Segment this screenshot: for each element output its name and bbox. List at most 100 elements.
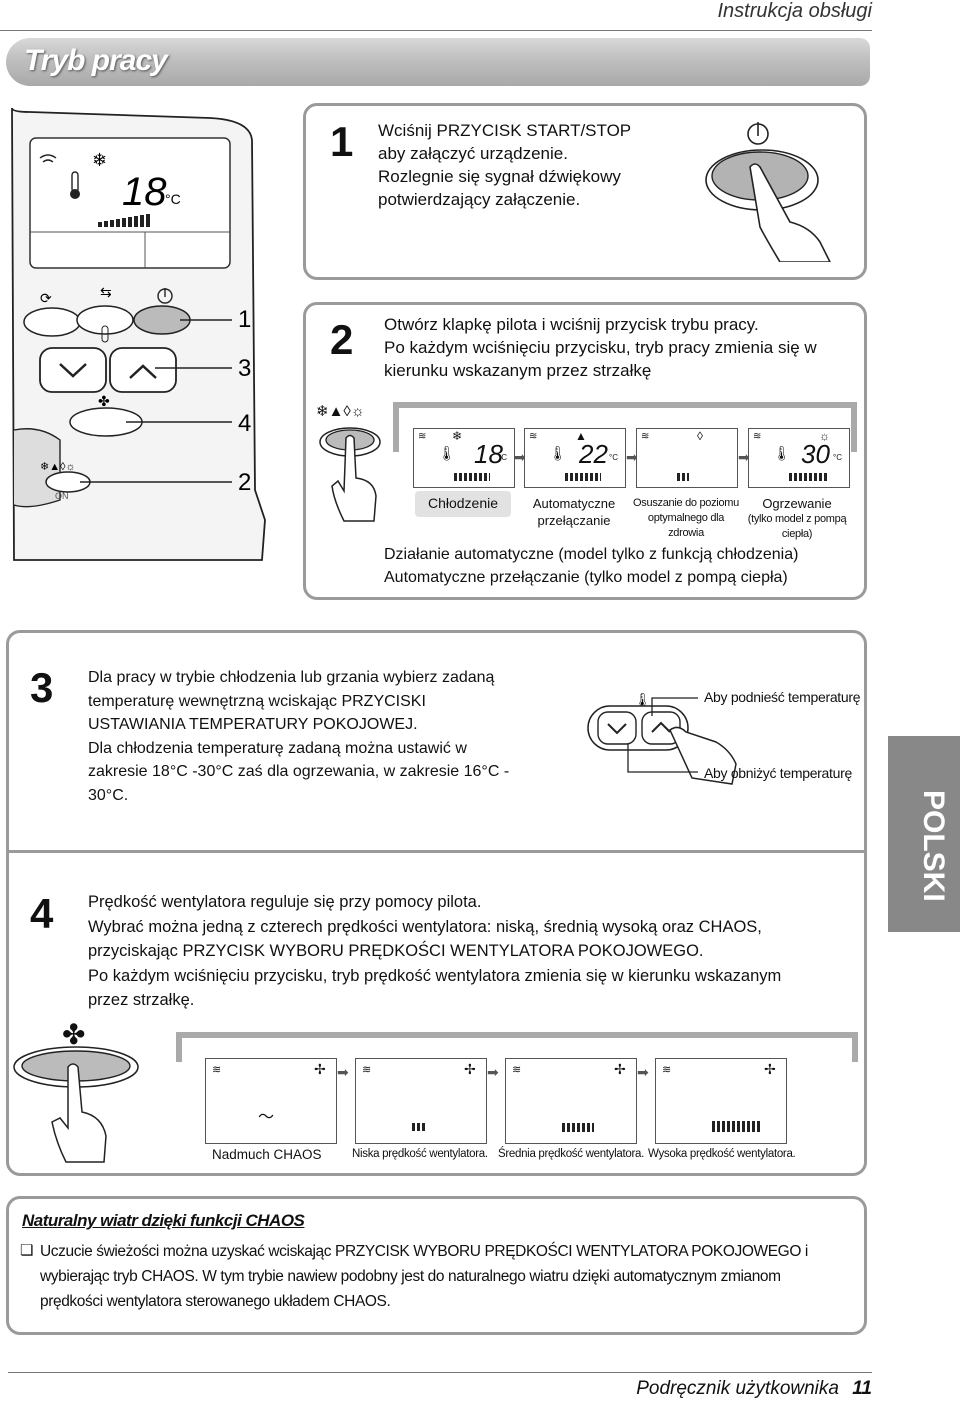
speed-label-high: Wysoka prędkość wentylatora. — [648, 1148, 796, 1160]
remote-control-illustration: ❄ 18 °C ⟳ ⇆ ✤ ❄▲◊☼ ON 1 3 4 2 — [11, 107, 266, 561]
arrow-icon: ➡ — [738, 449, 750, 465]
step2-line: Po każdym wciśnięciu przycisku, tryb pra… — [384, 338, 817, 357]
arrow-icon: ➡ — [637, 1064, 649, 1080]
step2-text: Otwórz klapkę pilota i wciśnij przycisk … — [384, 313, 854, 382]
jet-icon: ⇆ — [100, 284, 112, 300]
step3-line: USTAWIANIA TEMPERATURY POKOJOWEJ. — [88, 716, 418, 733]
step-divider — [9, 850, 864, 853]
wifi-icon: ≋ — [641, 431, 650, 442]
hand-icon — [669, 726, 737, 785]
chaos-line: wybierając tryb CHAOS. W tym trybie nawi… — [40, 1268, 781, 1285]
footer: Podręcznik użytkownika 11 — [636, 1378, 872, 1400]
fan-speed-bars — [98, 214, 150, 227]
lcd-medium: ≋ ✢ — [505, 1058, 637, 1144]
fan-speed-bars — [454, 473, 490, 481]
step3-text: Dla pracy w trybie chłodzenia lub grzani… — [88, 666, 558, 807]
step4-line: Wybrać można jedną z czterech prędkości … — [88, 917, 762, 936]
wifi-icon — [39, 154, 57, 163]
speed-label-medium: Średnia prędkość wentylatora. — [498, 1148, 644, 1160]
lcd-unit: °C — [833, 453, 842, 462]
mode-label-line: przełączanie — [537, 513, 611, 528]
footer-text: Podręcznik użytkownika — [636, 1378, 839, 1399]
step3-line: Dla pracy w trybie chłodzenia lub grzani… — [88, 669, 495, 686]
swing-icon: ⟳ — [40, 290, 52, 306]
thermometer-icon: 🌡 — [438, 445, 456, 461]
footer-divider — [8, 1372, 872, 1373]
chaos-line: prędkości wentylatora sterowanego układe… — [40, 1293, 391, 1310]
lcd-cooling: ≋ ❄ 🌡 18 °C — [413, 428, 515, 488]
step2-note: Automatyczne przełączanie (tylko model z… — [384, 569, 788, 586]
chaos-box — [6, 1196, 867, 1335]
drop-icon: ◊ — [697, 429, 703, 443]
mode-label-heating: Ogrzewanie (tylko model z pompą ciepła) — [738, 495, 856, 542]
lcd-unit: °C — [498, 453, 507, 462]
mode-icons: ❄▲◊☼ — [40, 461, 76, 473]
arrow-icon: ➡ — [626, 449, 638, 465]
fan-speed-bars — [789, 473, 829, 481]
mode-label-line: (tylko model z pompą ciepła) — [747, 513, 847, 540]
mode-label-cooling: Chłodzenie — [427, 495, 499, 511]
lcd-dry: ≋ ◊ — [636, 428, 738, 488]
remote-unit: °C — [165, 191, 181, 207]
remote-on-label: ON — [55, 491, 69, 501]
jet-button[interactable] — [76, 305, 134, 335]
wifi-icon: ≋ — [212, 1064, 222, 1076]
fan-icon: ✤ — [98, 393, 110, 409]
mode-label-line: Osuszanie do poziomu — [633, 497, 739, 509]
language-tab — [888, 736, 960, 932]
fan-blade-icon: ✢ — [314, 1061, 326, 1077]
remote-temp-down-button[interactable] — [39, 347, 107, 393]
step4-line: Prędkość wentylatora reguluje się przy p… — [88, 893, 482, 911]
manual-title: Instrukcja obsługi — [717, 0, 872, 22]
step3-line: zakresie 18°C -30°C zaś dla ogrzewania, … — [88, 763, 510, 780]
step4-line: Po każdym wciśnięciu przycisku, tryb prę… — [88, 966, 782, 985]
hand-icon — [749, 163, 831, 262]
section-banner — [6, 38, 870, 86]
step1-line: Wciśnij PRZYCISK START/STOP — [378, 121, 632, 140]
step2-notes: Działanie automatyczne (model tylko z fu… — [384, 543, 854, 589]
temp-down-button[interactable] — [597, 711, 637, 745]
lcd-high: ≋ ✢ — [655, 1058, 787, 1144]
wifi-icon: ≋ — [753, 431, 762, 442]
bullet-icon: ❏ — [20, 1242, 34, 1259]
wifi-icon: ≋ — [529, 431, 538, 442]
fan-blade-icon: ✢ — [764, 1061, 776, 1077]
speed-label-low: Niska prędkość wentylatora. — [352, 1148, 488, 1160]
raise-temp-label: Aby podnieść temperaturę — [704, 689, 861, 705]
fan-icon: ✤ — [62, 1019, 86, 1050]
callout-2: 2 — [238, 469, 251, 496]
page-number: 11 — [852, 1378, 872, 1399]
lcd-heating: ≋ ☼ 🌡 30 °C — [748, 428, 850, 488]
lcd-temp: 18 — [474, 439, 503, 469]
cycle-bracket — [393, 402, 857, 452]
section-title: Tryb pracy — [24, 44, 168, 77]
fan-blade-icon: ✢ — [614, 1061, 626, 1077]
step3-number: 3 — [30, 664, 54, 711]
step3-line: Dla chłodzenia temperaturę zadaną można … — [88, 739, 467, 757]
lower-temp-label: Aby obniżyć temperaturę — [704, 765, 852, 781]
callout-4: 4 — [238, 410, 251, 437]
step2-line: kierunku wskazanym przez strzałkę — [384, 361, 652, 380]
callout-3: 3 — [238, 355, 251, 382]
mode-label-line: Automatyczne — [532, 496, 616, 511]
fan-speed-bars — [712, 1121, 762, 1132]
wifi-icon: ≋ — [362, 1064, 372, 1076]
remote-temp-up-button[interactable] — [109, 347, 177, 393]
lcd-temp: 30 — [801, 439, 830, 469]
mode-label-line: Ogrzewanie — [762, 496, 832, 511]
fan-speed-bars — [677, 473, 689, 481]
mode-press-illustration — [319, 427, 381, 522]
swing-button[interactable] — [23, 307, 81, 337]
cycle-bracket — [176, 1032, 858, 1062]
temp-buttons-illustration: 🌡 — [587, 692, 737, 785]
step1-number: 1 — [330, 118, 354, 165]
step4-text: Prędkość wentylatora reguluje się przy p… — [88, 890, 828, 1013]
wifi-icon: ≋ — [662, 1064, 672, 1076]
step1-line: potwierdzający załączenie. — [378, 190, 581, 209]
step4-line: przez strzałkę. — [88, 991, 195, 1009]
remote-temp: 18 — [122, 170, 167, 214]
thermometer-icon: 🌡 — [549, 445, 567, 461]
lcd-low: ≋ ✢ — [355, 1058, 487, 1144]
step4-number: 4 — [30, 890, 54, 937]
step1-text: Wciśnij PRZYCISK START/STOP aby załączyć… — [378, 119, 678, 211]
